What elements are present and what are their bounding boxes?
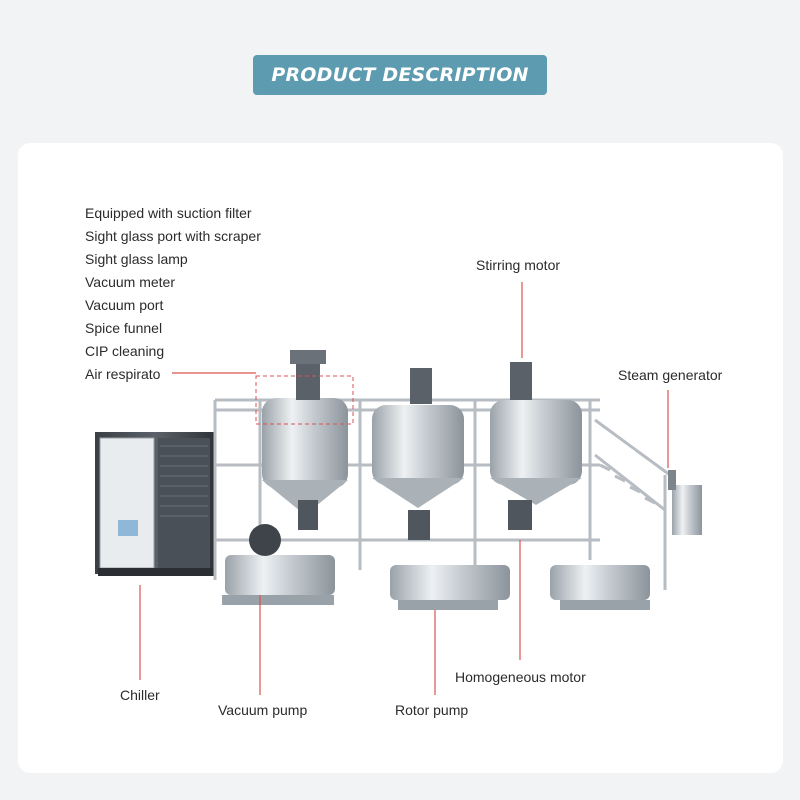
mixing-tank-right <box>490 362 582 530</box>
feature-highlight-box <box>255 375 354 425</box>
homogeneous-pump-unit <box>550 565 650 610</box>
leader-lines <box>139 282 669 695</box>
section-title: PRODUCT DESCRIPTION <box>271 64 529 86</box>
callout-vacuum-pump: Vacuum pump <box>218 702 308 718</box>
vacuum-pump-unit <box>222 524 335 605</box>
list-item: Equipped with suction filter <box>85 205 252 221</box>
list-item: Vacuum port <box>85 297 164 313</box>
rotor-pump-unit <box>390 565 510 610</box>
list-item: Air respirato <box>85 366 161 382</box>
steam-generator-unit <box>668 470 702 535</box>
list-item: Spice funnel <box>85 320 163 336</box>
mixing-tank-left <box>262 350 348 530</box>
callout-stirring-motor: Stirring motor <box>476 257 561 273</box>
callout-chiller: Chiller <box>120 687 160 703</box>
callout-steam-generator: Steam generator <box>618 367 723 383</box>
feature-list: Equipped with suction filter Sight glass… <box>85 202 261 386</box>
list-item: Sight glass lamp <box>85 251 188 267</box>
callout-rotor-pump: Rotor pump <box>395 702 469 718</box>
list-item: CIP cleaning <box>85 343 165 359</box>
access-stairs <box>594 418 671 590</box>
section-banner: PRODUCT DESCRIPTION <box>253 55 547 95</box>
mixing-tank-middle <box>372 368 464 540</box>
list-item: Vacuum meter <box>85 274 175 290</box>
callout-homogeneous-motor: Homogeneous motor <box>455 669 586 685</box>
list-item: Sight glass port with scraper <box>85 228 261 244</box>
chiller-unit <box>95 432 215 576</box>
